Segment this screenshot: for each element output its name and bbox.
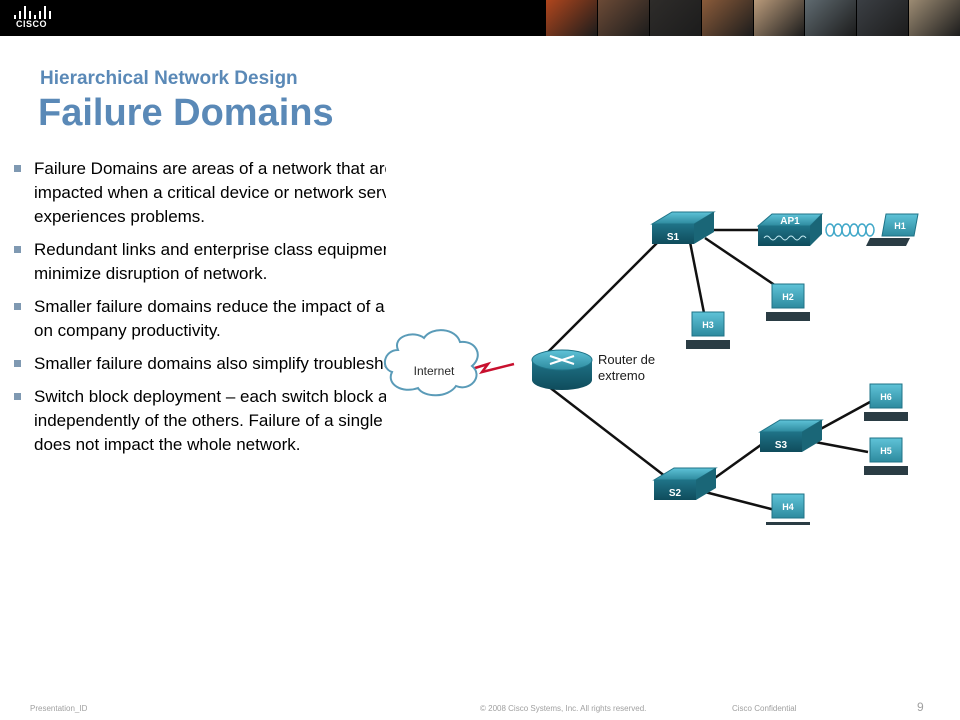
network-topology-diagram: Internet Router de extremo S1 S2 S3 AP1 [383, 211, 919, 525]
header-photo [700, 0, 753, 36]
link-s1-h2 [704, 236, 783, 292]
router-label-line1: Router de [598, 352, 655, 367]
bullet-list: Failure Domains are areas of a network t… [14, 157, 386, 607]
footer-presentation-id: Presentation_ID [30, 704, 88, 713]
link-s1-h3 [688, 241, 707, 319]
bullet-item: Smaller failure domains reduce the impac… [14, 295, 386, 343]
square-bullet-icon [14, 246, 21, 253]
slide-title: Failure Domains [38, 92, 334, 134]
page-number: 9 [917, 700, 924, 714]
host-h6-pc-icon: H6 [864, 383, 908, 421]
link-s2-h4 [704, 490, 776, 512]
host-h3-pc-icon: H3 [686, 311, 730, 349]
switch-label: S2 [669, 488, 682, 499]
switch-s3-icon: S3 [758, 419, 824, 452]
switch-s2-icon: S2 [652, 467, 718, 500]
square-bullet-icon [14, 393, 21, 400]
header-photo [908, 0, 960, 36]
access-point-label: AP1 [780, 216, 800, 227]
host-label: H1 [894, 221, 906, 231]
link-router-s1 [539, 229, 671, 361]
internet-label: Internet [414, 364, 455, 378]
square-bullet-icon [14, 360, 21, 367]
bullet-item: Failure Domains are areas of a network t… [14, 157, 386, 229]
header-photo [545, 0, 597, 36]
header-photo [648, 0, 701, 36]
switch-label: S3 [775, 440, 788, 451]
wireless-signal-icon [825, 223, 875, 237]
square-bullet-icon [14, 165, 21, 172]
host-h5-pc-icon: H5 [864, 437, 908, 475]
slide-subtitle: Hierarchical Network Design [40, 68, 298, 89]
header-photo [752, 0, 805, 36]
link-s3-h5 [814, 440, 869, 454]
cisco-logo-text: CISCO [16, 19, 48, 29]
router-label-line2: extremo [598, 368, 645, 383]
bullet-text: Redundant links and enterprise class equ… [34, 240, 386, 283]
header-photo [804, 0, 857, 36]
footer-confidential: Cisco Confidential [732, 704, 797, 713]
host-label: H4 [782, 502, 794, 512]
switch-s1-icon: S1 [650, 211, 716, 244]
cisco-logo: CISCO [12, 3, 56, 33]
link-s3-h6 [814, 400, 871, 434]
bullet-text: Smaller failure domains also simplify tr… [34, 354, 386, 373]
bullet-item: Switch block deployment – each switch bl… [14, 385, 386, 457]
host-label: H3 [702, 320, 714, 330]
switch-label: S1 [667, 232, 680, 243]
host-label: H2 [782, 292, 794, 302]
router-icon [531, 349, 593, 390]
host-h4-pc-icon: H4 [766, 493, 810, 525]
host-h1-laptop-icon: H1 [866, 213, 919, 246]
host-label: H5 [880, 446, 892, 456]
cisco-logo-bars-icon [12, 5, 56, 19]
bullet-item: Smaller failure domains also simplify tr… [14, 352, 386, 376]
bullet-text: Switch block deployment – each switch bl… [34, 387, 386, 454]
host-h2-pc-icon: H2 [766, 283, 810, 321]
square-bullet-icon [14, 303, 21, 310]
footer-copyright: © 2008 Cisco Systems, Inc. All rights re… [480, 704, 647, 713]
link-router-s2 [539, 379, 671, 481]
bullet-text: Smaller failure domains reduce the impac… [34, 297, 386, 340]
bullet-item: Redundant links and enterprise class equ… [14, 238, 386, 286]
header-photo [856, 0, 909, 36]
header-photo [596, 0, 649, 36]
internet-cloud-icon: Internet [383, 329, 479, 397]
bullet-text: Failure Domains are areas of a network t… [34, 159, 386, 226]
header-photo-strip [545, 0, 960, 36]
top-banner: CISCO [0, 0, 960, 36]
host-label: H6 [880, 392, 892, 402]
access-point-icon: AP1 [756, 213, 824, 246]
